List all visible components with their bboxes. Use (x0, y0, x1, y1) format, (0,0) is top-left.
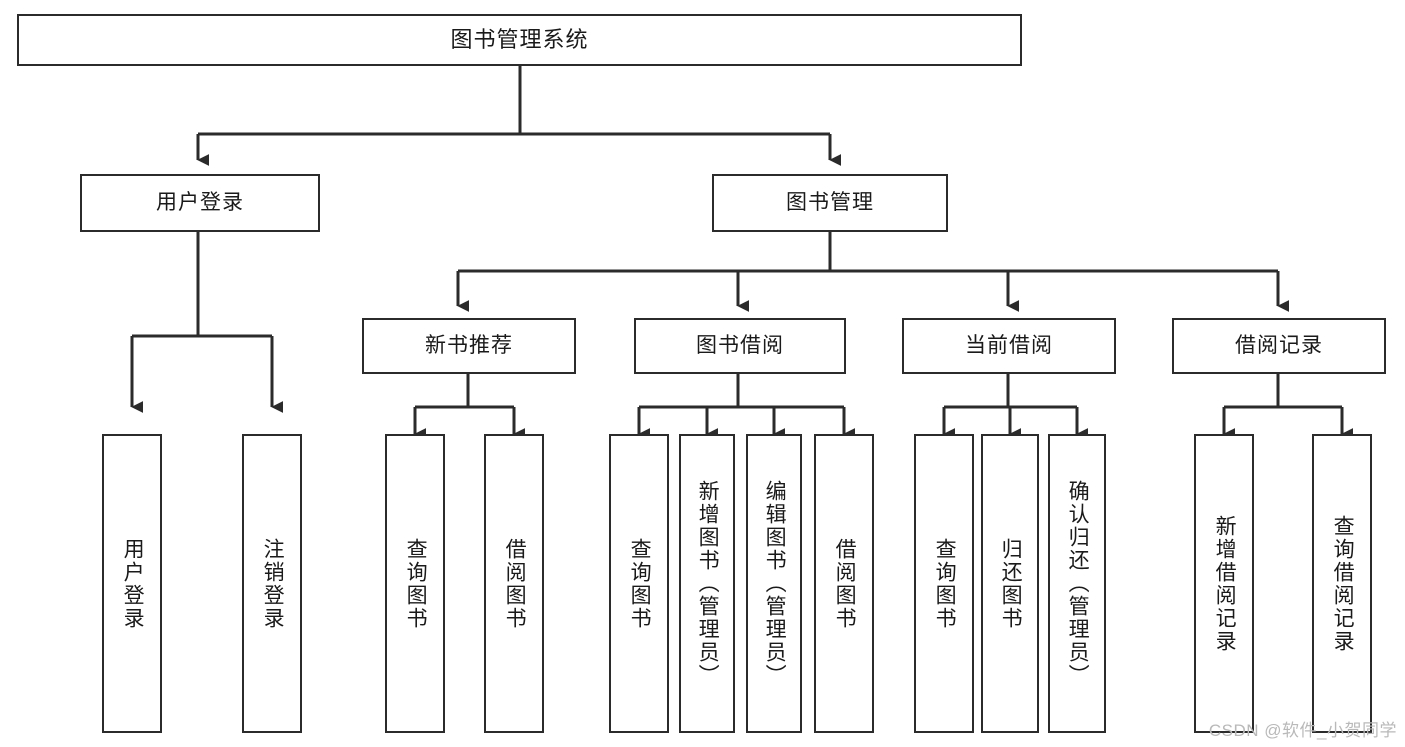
leaf-current-confirm-return-admin[interactable]: 确认归还（管理员） (1048, 434, 1106, 733)
leaf-new-book-borrow[interactable]: 借阅图书 (484, 434, 544, 733)
csdn-watermark: CSDN @软件_小贺同学 (1208, 721, 1397, 740)
node-label: 编辑图书（管理员） (763, 480, 787, 687)
node-label: 图书借阅 (696, 334, 784, 358)
leaf-borrow-query-book[interactable]: 查询图书 (609, 434, 669, 733)
node-label: 新书推荐 (425, 334, 513, 358)
node-label: 确认归还（管理员） (1066, 480, 1090, 687)
node-label: 用户登录 (121, 537, 145, 630)
node-label: 查询图书 (933, 537, 957, 630)
leaf-borrow-borrow-book[interactable]: 借阅图书 (814, 434, 874, 733)
leaf-user-login-signout[interactable]: 注销登录 (242, 434, 302, 733)
node-label: 新增借阅记录 (1213, 514, 1237, 653)
node-new-book-recommendation[interactable]: 新书推荐 (362, 318, 576, 374)
node-label: 归还图书 (999, 537, 1023, 630)
node-root-book-management-system[interactable]: 图书管理系统 (17, 14, 1022, 66)
node-borrowing-records[interactable]: 借阅记录 (1172, 318, 1386, 374)
leaf-current-query-book[interactable]: 查询图书 (914, 434, 974, 733)
node-label: 当前借阅 (965, 334, 1053, 358)
leaf-current-return-book[interactable]: 归还图书 (981, 434, 1039, 733)
leaf-user-login-signin[interactable]: 用户登录 (102, 434, 162, 733)
leaf-borrow-edit-book-admin[interactable]: 编辑图书（管理员） (746, 434, 802, 733)
node-book-management[interactable]: 图书管理 (712, 174, 948, 232)
node-current-borrowing[interactable]: 当前借阅 (902, 318, 1116, 374)
node-label: 借阅图书 (833, 537, 857, 630)
node-label: 用户登录 (156, 191, 244, 215)
leaf-new-book-query[interactable]: 查询图书 (385, 434, 445, 733)
node-label: 借阅记录 (1235, 334, 1323, 358)
leaf-borrow-add-book-admin[interactable]: 新增图书（管理员） (679, 434, 735, 733)
node-book-borrowing[interactable]: 图书借阅 (634, 318, 846, 374)
node-label: 注销登录 (261, 537, 285, 630)
node-label: 查询借阅记录 (1331, 514, 1355, 653)
node-user-login[interactable]: 用户登录 (80, 174, 320, 232)
leaf-record-query-record[interactable]: 查询借阅记录 (1312, 434, 1372, 733)
node-label: 新增图书（管理员） (696, 480, 720, 687)
leaf-record-add-record[interactable]: 新增借阅记录 (1194, 434, 1254, 733)
node-label: 查询图书 (628, 537, 652, 630)
node-label: 图书管理 (786, 191, 874, 215)
node-label: 图书管理系统 (450, 26, 589, 52)
node-label: 借阅图书 (503, 537, 527, 630)
node-label: 查询图书 (404, 537, 428, 630)
